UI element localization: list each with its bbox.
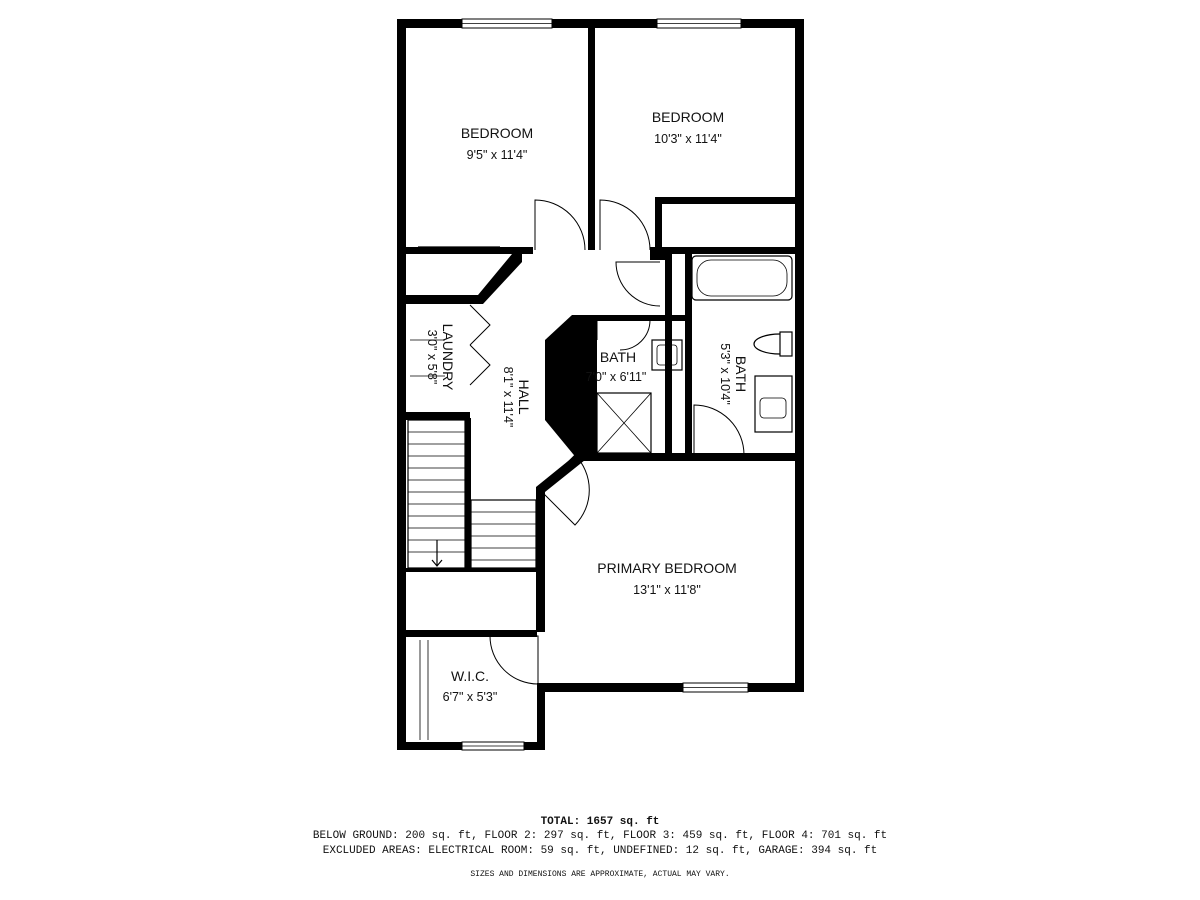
bath-1-name: BATH: [600, 349, 636, 365]
room-bedroom-1: BEDROOM 9'5" x 11'4": [461, 125, 533, 162]
laundry-name: LAUNDRY: [440, 324, 456, 391]
laundry-size: 3'0" x 5'8": [425, 330, 439, 385]
primary-bedroom-name: PRIMARY BEDROOM: [597, 560, 737, 576]
room-bath-2: BATH 5'3" x 10'4": [718, 343, 749, 405]
hall-name: HALL: [516, 379, 532, 414]
interior-walls: [406, 28, 802, 637]
floor-areas: BELOW GROUND: 200 sq. ft, FLOOR 2: 297 s…: [312, 830, 888, 842]
room-primary-bedroom: PRIMARY BEDROOM 13'1" x 11'8": [597, 560, 737, 597]
bath-2-name: BATH: [733, 356, 749, 392]
bath-2-size: 5'3" x 10'4": [718, 343, 732, 405]
wic-size: 6'7" x 5'3": [443, 690, 498, 704]
excluded-areas: EXCLUDED AREAS: ELECTRICAL ROOM: 59 sq. …: [322, 845, 878, 857]
room-wic: W.I.C. 6'7" x 5'3": [443, 668, 498, 704]
primary-bedroom-size: 13'1" x 11'8": [633, 583, 701, 597]
total-area: TOTAL: 1657 sq. ft: [540, 816, 660, 828]
room-bedroom-2: BEDROOM 10'3" x 11'4": [652, 109, 724, 146]
bedroom-2-name: BEDROOM: [652, 109, 724, 125]
bedroom-1-name: BEDROOM: [461, 125, 533, 141]
stairs: [407, 419, 537, 569]
bedroom-2-size: 10'3" x 11'4": [654, 132, 722, 146]
disclaimer: SIZES AND DIMENSIONS ARE APPROXIMATE, AC…: [470, 870, 730, 879]
doors: [419, 199, 745, 740]
fixtures: [410, 255, 793, 454]
hall-size: 8'1" x 11'4": [501, 367, 515, 428]
bedroom-1-size: 9'5" x 11'4": [467, 148, 528, 162]
room-bath-1: BATH 7'0" x 6'11": [586, 349, 647, 384]
room-hall: HALL 8'1" x 11'4": [501, 367, 532, 428]
room-laundry: LAUNDRY 3'0" x 5'8": [425, 324, 456, 391]
bath-1-size: 7'0" x 6'11": [586, 370, 647, 384]
wic-name: W.I.C.: [451, 668, 489, 684]
windows: [418, 18, 780, 751]
